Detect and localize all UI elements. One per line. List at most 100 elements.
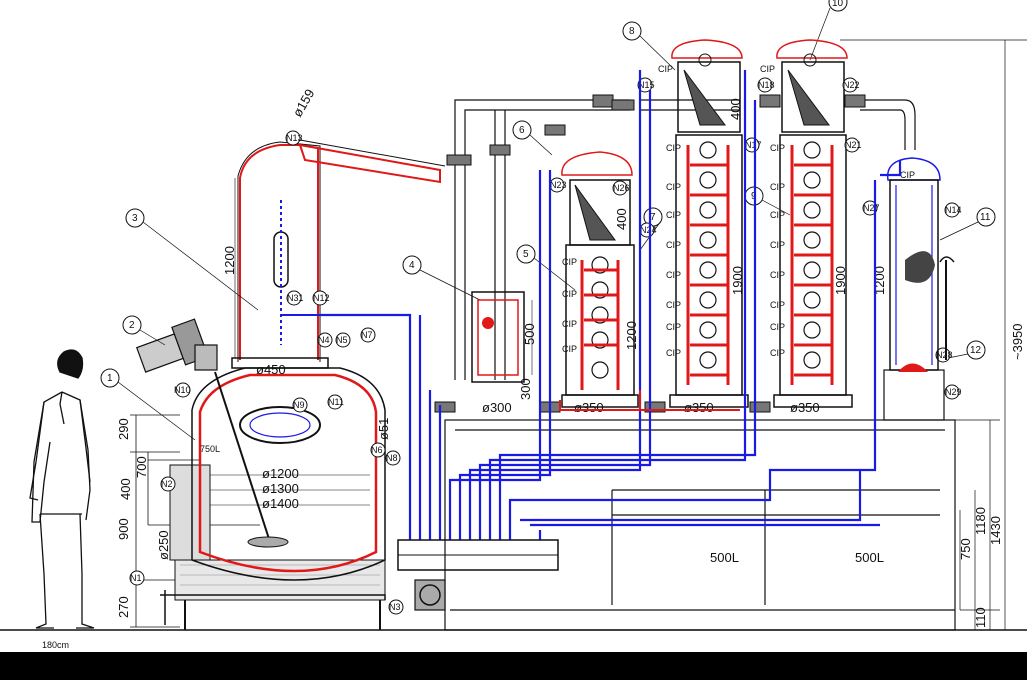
- pot-nozzles: [129, 130, 404, 615]
- dim-d1400: ø1400: [262, 496, 299, 511]
- nozzle-n15: N15: [638, 80, 655, 90]
- svg-text:CIP: CIP: [666, 300, 681, 310]
- svg-text:CIP: CIP: [666, 210, 681, 220]
- dim-1900-c2: 1900: [730, 266, 745, 295]
- nozzle-n1: N1: [130, 573, 142, 583]
- steam-lines: [559, 390, 740, 411]
- agitator-motor: [135, 318, 218, 373]
- svg-text:CIP: CIP: [770, 322, 785, 332]
- column-1: [561, 151, 639, 408]
- svg-text:CIP: CIP: [770, 210, 785, 220]
- svg-text:CIP: CIP: [666, 182, 681, 192]
- dim-1180: 1180: [973, 507, 988, 535]
- nozzle-n14: N14: [945, 205, 962, 215]
- callout-2: 2: [129, 320, 135, 331]
- nozzle-n7: N7: [361, 330, 373, 340]
- vapor-pipes: [454, 99, 916, 380]
- nozzle-n10: N10: [174, 385, 191, 395]
- bottom-drain-pipe: [160, 590, 386, 625]
- column-3: [773, 39, 853, 408]
- dim-d159: ø159: [290, 86, 318, 119]
- dim-d300: ø300: [482, 400, 512, 415]
- dephlegmator-jacket: [477, 299, 519, 376]
- column-plates: [591, 141, 821, 379]
- tank-2-label: 500L: [855, 550, 884, 565]
- nozzle-n11: N11: [328, 397, 344, 407]
- dim-270: 270: [116, 596, 131, 618]
- callout-4: 4: [409, 260, 415, 271]
- svg-text:CIP: CIP: [770, 348, 785, 358]
- dim-400: 400: [118, 478, 133, 500]
- dephlegmator-tank: [471, 291, 525, 383]
- callout-8: 8: [629, 26, 635, 37]
- dim-1200-col: 1200: [222, 246, 237, 275]
- dephlegmator-indicator: [482, 317, 494, 329]
- dim-d1300: ø1300: [262, 481, 299, 496]
- svg-text:CIP: CIP: [770, 270, 785, 280]
- column-2: [669, 39, 749, 408]
- dim-1430: 1430: [988, 516, 1003, 545]
- pot-steam-jacket: [198, 373, 378, 573]
- svg-text:CIP: CIP: [770, 240, 785, 250]
- dim-700: 700: [134, 456, 149, 478]
- callout-5: 5: [523, 249, 529, 260]
- nozzle-n21: N21: [845, 140, 862, 150]
- dim-900: 900: [116, 518, 131, 540]
- svg-text:CIP: CIP: [562, 289, 577, 299]
- agitator-blade: [247, 536, 289, 548]
- dim-400-c2: 400: [728, 98, 743, 120]
- nozzle-n2: N2: [161, 479, 173, 489]
- svg-text:CIP: CIP: [666, 270, 681, 280]
- callout-3: 3: [132, 213, 138, 224]
- nozzle-n4: N4: [318, 335, 330, 345]
- dim-500: 500: [522, 323, 537, 345]
- manway-glass: [249, 412, 311, 438]
- nozzle-n17: N17: [745, 140, 762, 150]
- gooseneck-edge: [299, 139, 446, 167]
- callout-11: 11: [980, 212, 991, 223]
- pot-jacket-left: [169, 464, 211, 561]
- pot-body-outer: [191, 367, 386, 581]
- callout-12: 12: [970, 345, 982, 356]
- column-base-ring: [231, 357, 329, 369]
- platform: [444, 419, 956, 631]
- pot-column-outline: [237, 141, 321, 362]
- svg-text:CIP: CIP: [658, 64, 673, 74]
- dim-400-c1: 400: [614, 208, 629, 230]
- nozzle-n3: N3: [389, 602, 401, 612]
- product-condenser: [883, 157, 955, 421]
- dim-d51: ø51: [376, 418, 391, 440]
- svg-text:CIP: CIP: [760, 64, 775, 74]
- dim-d250: ø250: [156, 530, 171, 560]
- dim-290: 290: [116, 418, 131, 440]
- nozzle-n29: N29: [945, 387, 962, 397]
- dim-d450: ø450: [256, 362, 286, 377]
- nozzle-n23: N23: [550, 180, 567, 190]
- callout-bubbles: [100, 0, 996, 388]
- svg-text:CIP: CIP: [666, 348, 681, 358]
- nozzle-n27: N27: [863, 203, 880, 213]
- callout-10: 10: [832, 0, 844, 9]
- nozzle-n24: N24: [640, 225, 657, 235]
- callout-7: 7: [650, 212, 656, 223]
- svg-text:CIP: CIP: [770, 143, 785, 153]
- svg-text:CIP: CIP: [562, 257, 577, 267]
- callout-6: 6: [519, 125, 525, 136]
- dim-1200-c1: 1200: [624, 321, 639, 350]
- dim-110: 110: [973, 607, 988, 628]
- nozzle-n31: N31: [287, 293, 304, 303]
- right-dim-lines: [840, 39, 1027, 630]
- pot-volume: 750L: [200, 444, 220, 454]
- gooseneck: [298, 143, 441, 184]
- water-manifold: [397, 539, 559, 611]
- nozzle-n5: N5: [336, 335, 348, 345]
- dim-d1200: ø1200: [262, 466, 299, 481]
- person-height-label: 180cm: [42, 640, 69, 650]
- dim-d350-1: ø350: [574, 400, 604, 415]
- svg-text:CIP: CIP: [770, 182, 785, 192]
- left-dim-lines: [130, 414, 260, 628]
- nozzle-n6: N6: [371, 445, 383, 455]
- pipe-valves: [434, 94, 866, 413]
